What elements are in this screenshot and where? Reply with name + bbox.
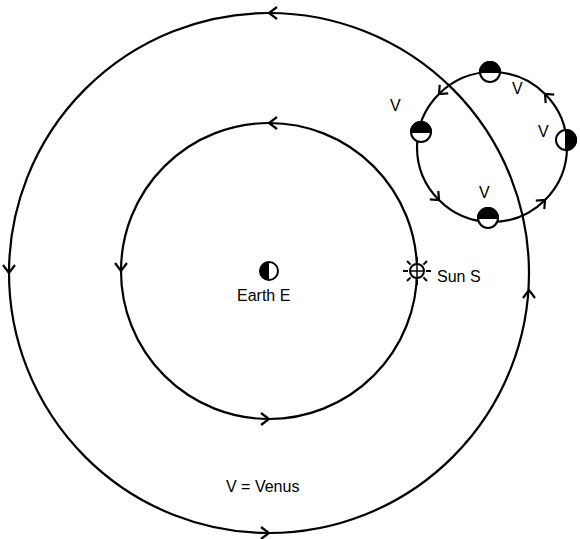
planet-label: V: [512, 80, 523, 98]
sun-symbol: [403, 257, 431, 285]
planet-label: V: [479, 184, 490, 202]
direction-arrows: [3, 7, 554, 539]
planet-label: V: [390, 97, 401, 115]
sun-label: Sun S: [437, 268, 481, 286]
earth-symbol: [260, 262, 278, 280]
sun-orbit-circle: [121, 123, 417, 419]
planet-label: V: [538, 123, 549, 141]
earth-label: Earth E: [237, 287, 290, 305]
epicycle-circle: [417, 72, 567, 222]
deferent-circle: [9, 13, 529, 533]
legend-note: V = Venus: [226, 478, 299, 496]
venus-symbols: [411, 62, 576, 228]
